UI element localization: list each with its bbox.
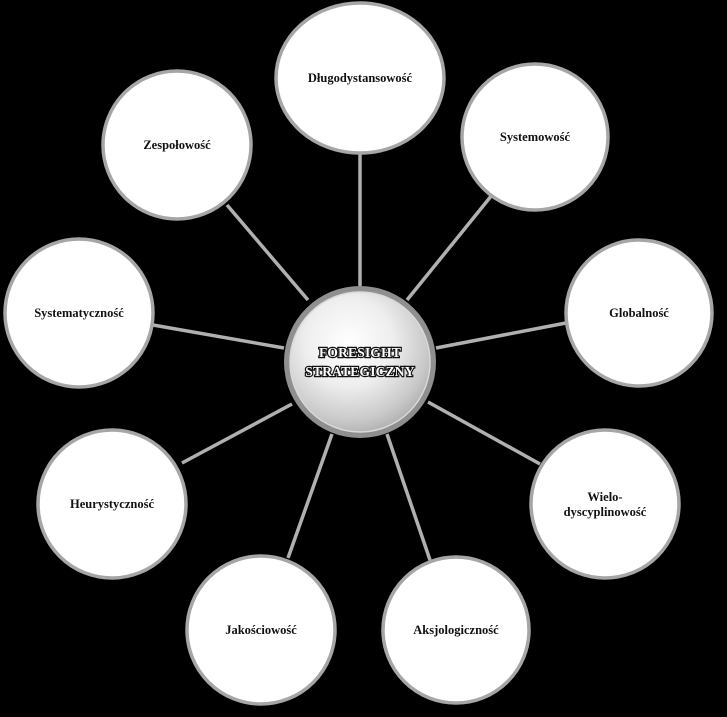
center-label-line2: STRATEGICZNY — [305, 364, 414, 379]
center-circle — [289, 291, 431, 433]
node-heurystycznosc — [36, 428, 188, 580]
node-circles — [3, 1, 714, 706]
node-aksjologicznosc — [381, 555, 531, 705]
node-label-globalnosc: Globalność — [609, 306, 669, 320]
node-globalnosc — [564, 238, 714, 388]
node-systemowosc — [460, 62, 610, 212]
connector-wielodyscyplinowosc — [427, 400, 541, 466]
node-label-heurystycznosc: Heurystyczność — [70, 497, 154, 511]
connector-jakosciowosc — [286, 433, 334, 559]
connector-systemowosc — [405, 193, 494, 302]
node-label-systemowosc: Systemowość — [500, 130, 571, 144]
connector-globalnosc — [435, 321, 567, 350]
center-label-line1: FORESIGHT — [319, 345, 401, 360]
connector-zespolowosc — [225, 203, 310, 302]
node-label-systematycznosc: Systematyczność — [34, 306, 124, 320]
node-label-jakosciowosc: Jakościowość — [225, 623, 297, 637]
node-jakosciowosc — [185, 554, 337, 706]
node-labels: Długodystansowość Systemowość Globalność… — [34, 71, 669, 637]
node-label-wielodyscyplinowosc-line2: dyscyplinowość — [564, 505, 647, 519]
connectors — [152, 150, 567, 561]
connector-systematycznosc — [152, 323, 285, 350]
node-systematycznosc — [3, 237, 155, 389]
node-label-dlugodystansowosc: Długodystansowość — [308, 71, 413, 85]
node-label-wielodyscyplinowosc-line1: Wielo- — [587, 490, 622, 504]
node-label-aksjologicznosc: Aksjologiczność — [413, 623, 499, 637]
connector-heurystycznosc — [181, 402, 293, 465]
node-label-zespolowosc: Zespołowość — [143, 138, 211, 152]
node-wielodyscyplinowosc — [529, 428, 681, 580]
node-dlugodystansowosc — [274, 1, 446, 155]
center-node: FORESIGHT STRATEGICZNY — [284, 286, 436, 438]
node-zespolowosc — [101, 69, 253, 221]
connector-aksjologicznosc — [385, 433, 432, 561]
